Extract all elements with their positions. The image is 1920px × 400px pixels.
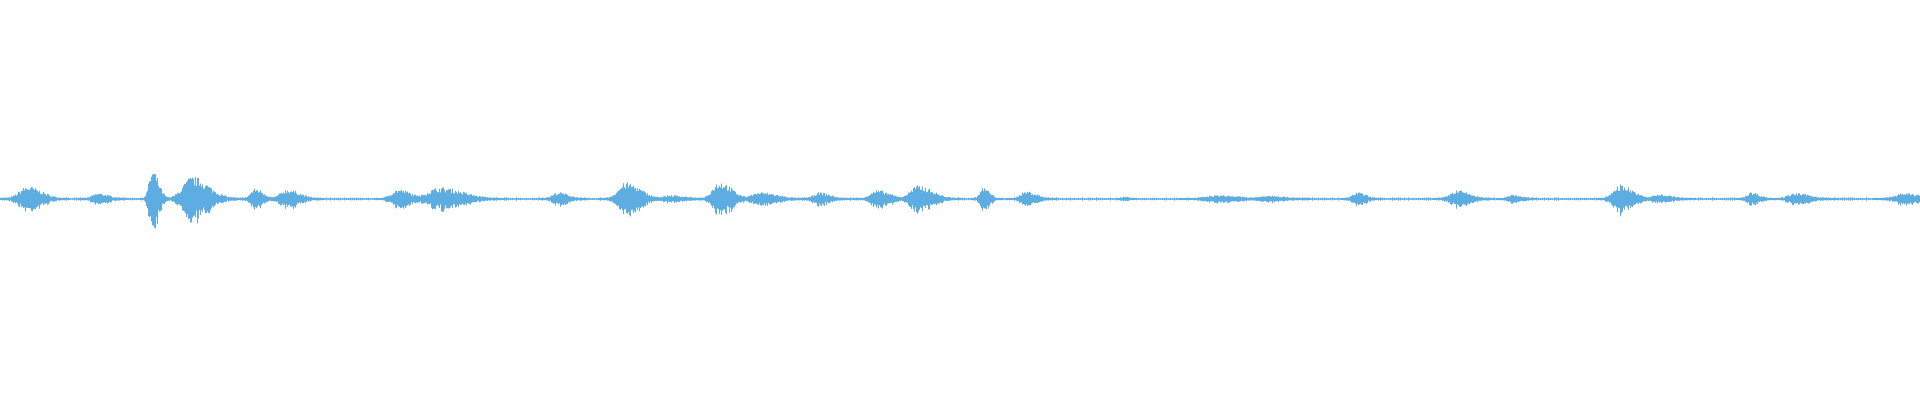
waveform-burst <box>1341 192 1382 207</box>
waveform-noise-floor <box>0 197 1919 201</box>
waveform-segments <box>0 173 1920 229</box>
waveform-burst <box>140 173 171 229</box>
waveform-burst <box>1596 184 1657 217</box>
